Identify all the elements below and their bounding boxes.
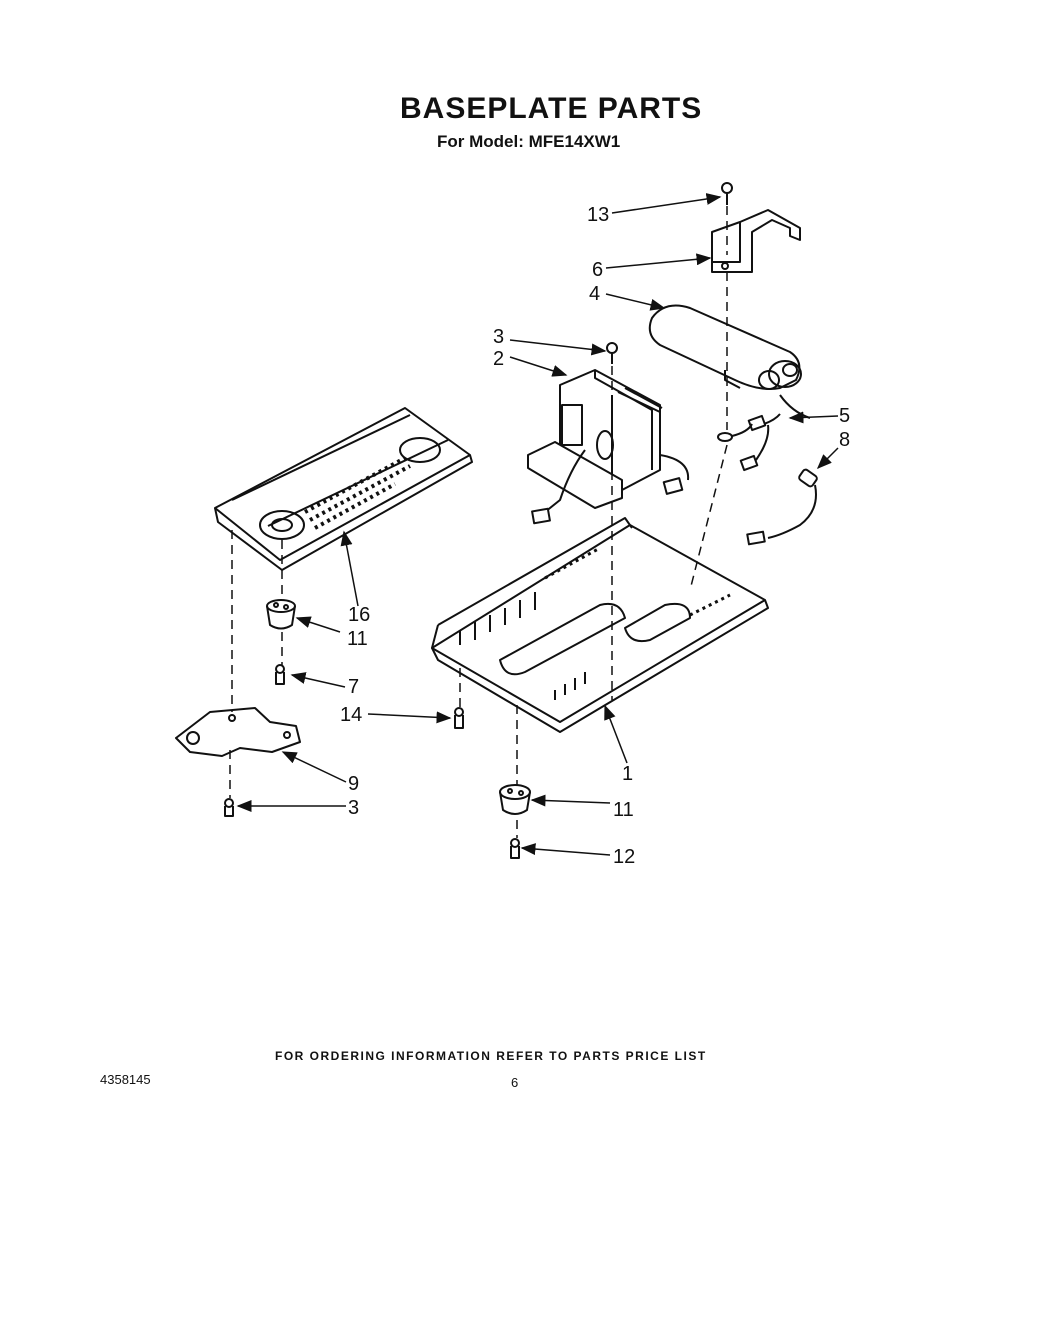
screw-13-drawing [721,182,733,205]
ordering-note: FOR ORDERING INFORMATION REFER TO PARTS … [275,1049,707,1063]
callout-13: 13 [587,204,609,226]
bracket-9-drawing [175,707,301,757]
page-title: BASEPLATE PARTS [400,92,703,125]
bracket-6-drawing [711,209,801,273]
vent-plate-16-drawing [214,407,473,571]
callout-11-left: 11 [347,628,368,650]
screw-12-drawing [510,838,520,859]
callout-7: 7 [348,676,359,698]
wire-5-drawing [717,394,811,472]
callout-5: 5 [839,405,850,427]
transformer-2-drawing [527,369,690,525]
callout-11-right: 11 [613,799,634,821]
screw-14-drawing [454,707,464,729]
assembly-lines [229,206,728,838]
baseplate-1-drawing [431,517,769,733]
screw-7-drawing [275,664,285,685]
callout-1: 1 [622,763,633,785]
screw-3-upper-drawing [606,342,618,364]
leader-lines [236,193,839,856]
diode-8-drawing [746,468,818,546]
page-number: 6 [511,1075,519,1090]
document-number: 4358145 [100,1072,151,1087]
callout-3-upper: 3 [493,326,504,348]
callout-12: 12 [613,846,635,868]
model-subtitle: For Model: MFE14XW1 [437,132,621,151]
callout-3-lower: 3 [348,797,359,819]
callout-8: 8 [839,429,850,451]
callout-6: 6 [592,259,603,281]
foot-11-right-drawing [499,784,531,815]
callout-4: 4 [589,283,600,305]
callout-9: 9 [348,773,359,795]
screw-3-lower-drawing [224,798,234,817]
callout-2: 2 [493,348,504,370]
callout-16: 16 [348,604,370,626]
callout-14: 14 [340,704,362,726]
capacitor-4-drawing [648,304,802,390]
foot-11-left-drawing [266,599,296,630]
